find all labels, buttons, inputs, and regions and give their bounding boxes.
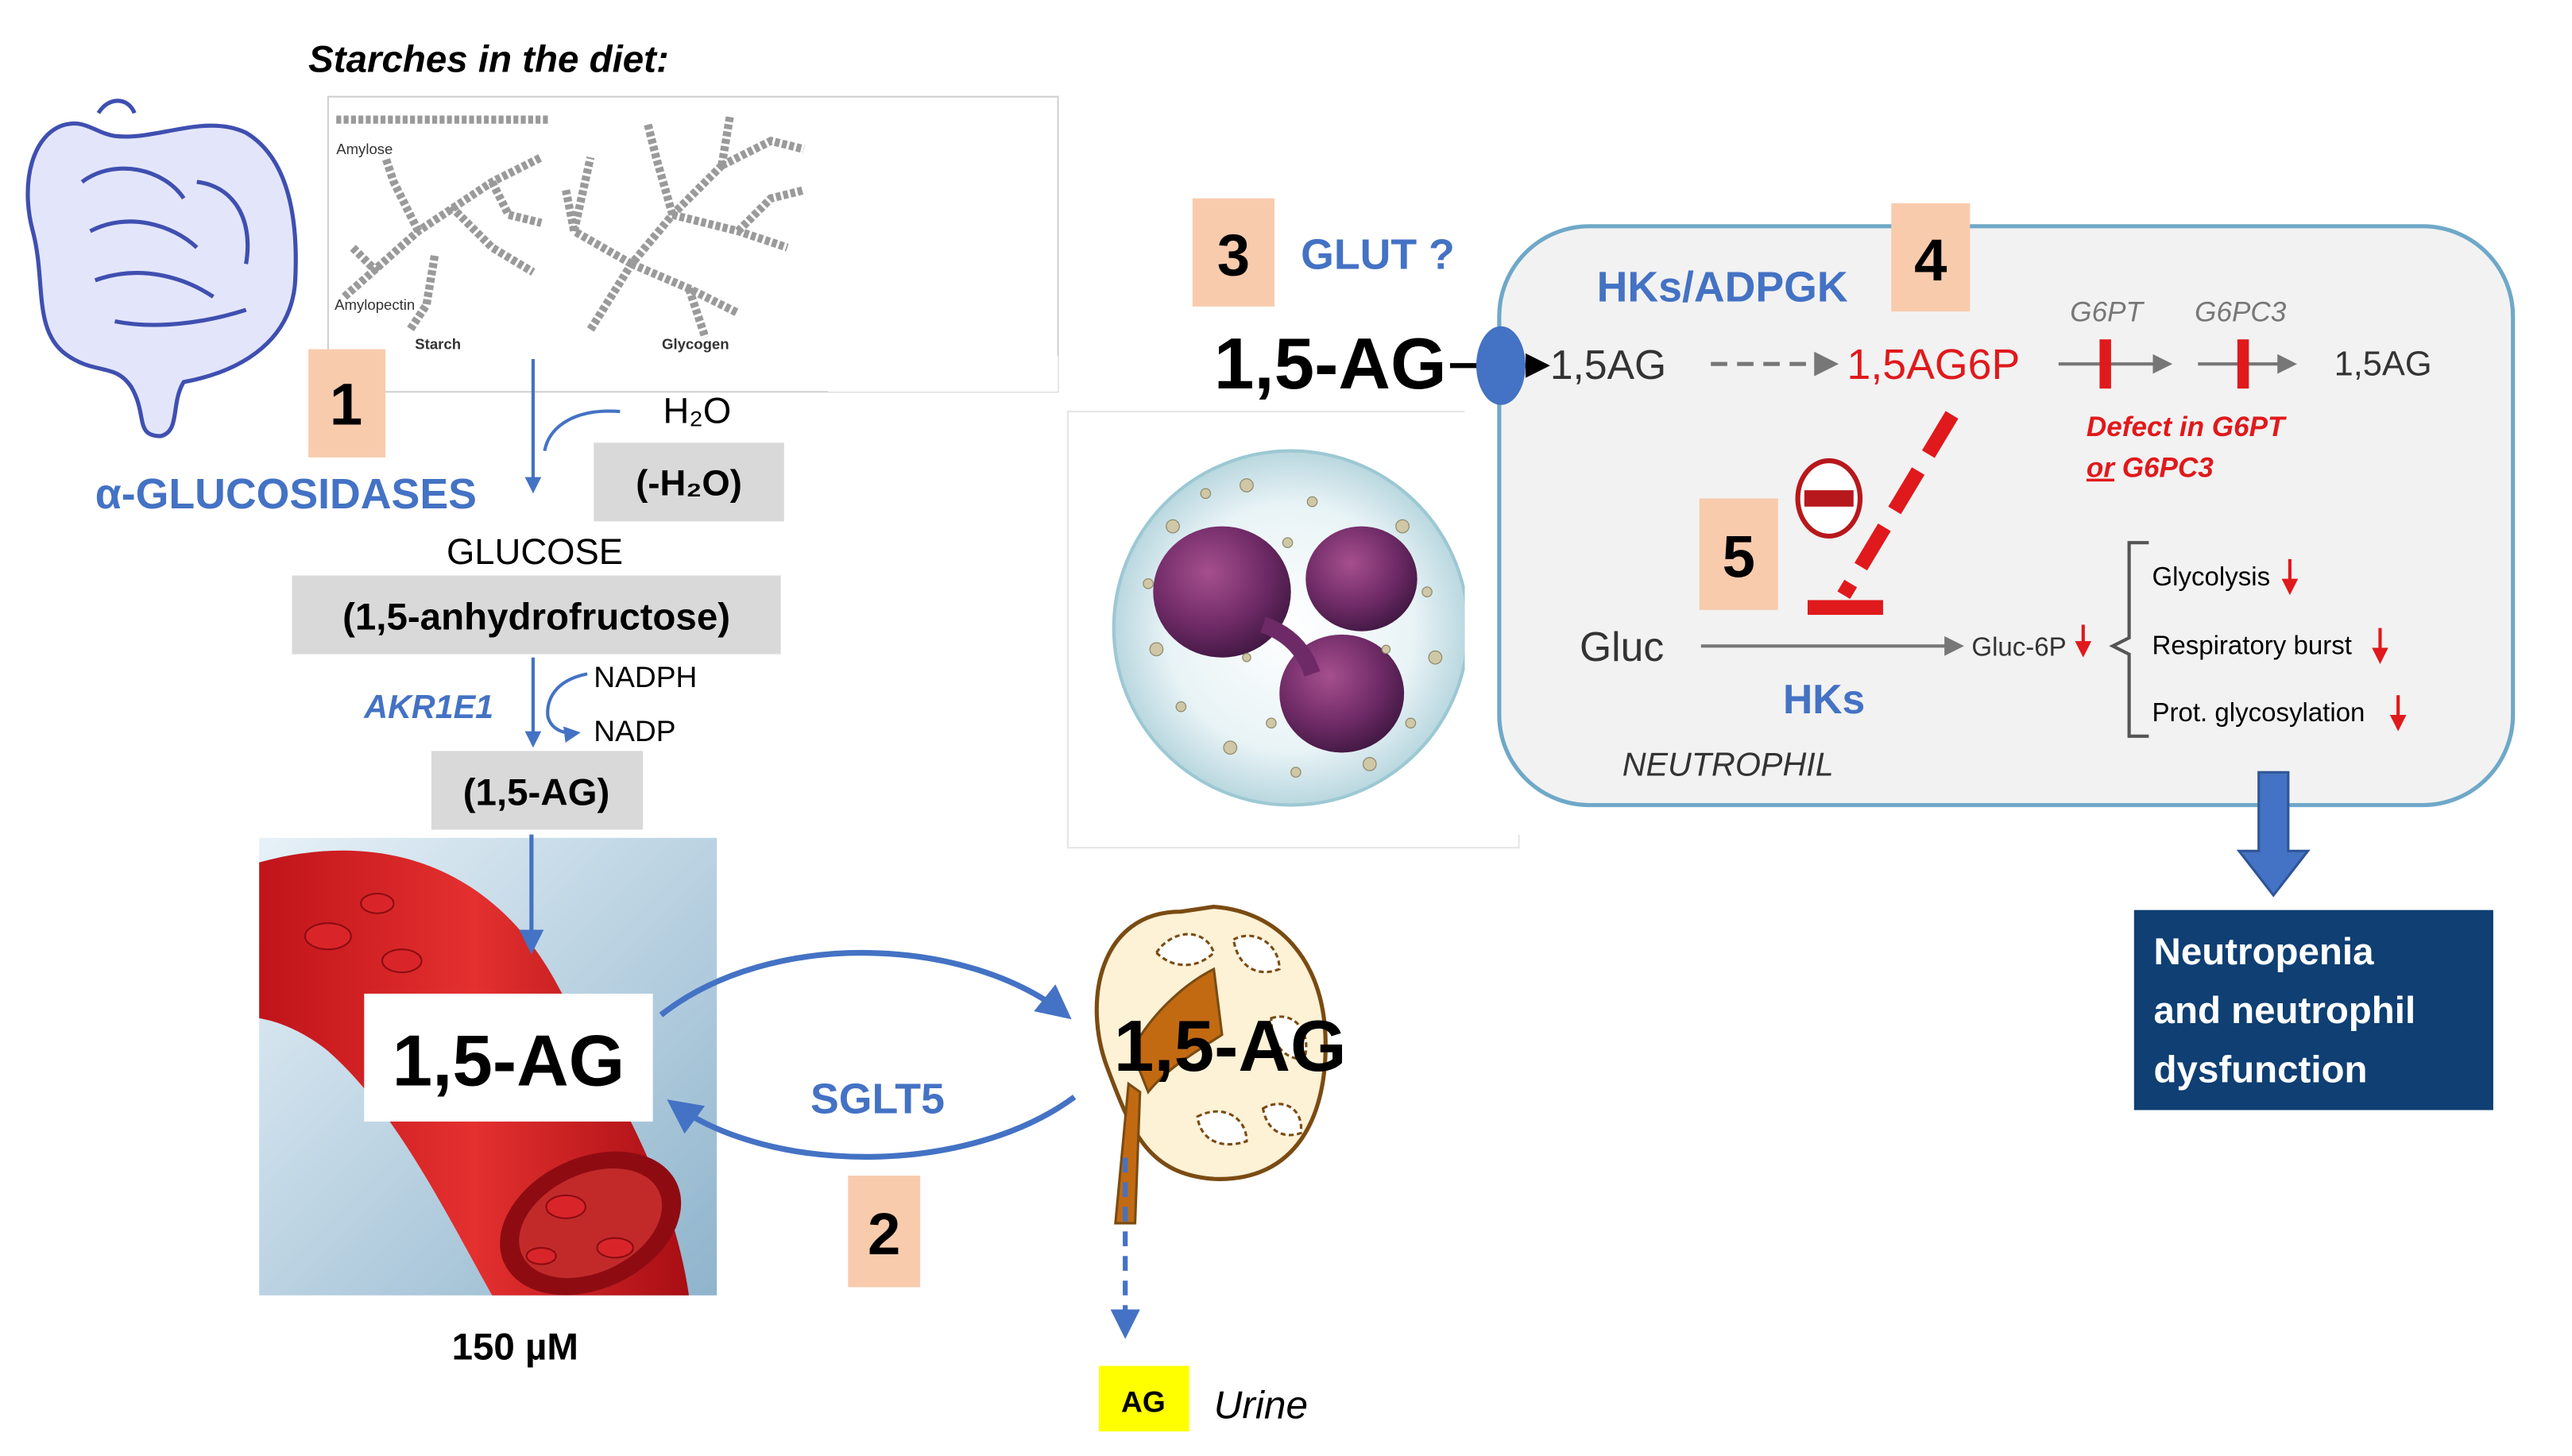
glucose-label: GLUCOSE <box>447 531 623 572</box>
defect-line-1: Defect in G6PT <box>2087 411 2287 442</box>
step-1-number: 1 <box>330 372 362 438</box>
nadp-label: NADP <box>594 714 675 747</box>
minus-icon <box>1795 458 1863 539</box>
outcome-line-3: dysfunction <box>2154 1049 2368 1091</box>
ag-out-label: 1,5AG <box>2334 346 2432 384</box>
ag-paren-label: (1,5-AG) <box>463 772 610 814</box>
starch-structures-image: Amylose Amylopectin Starch Glycogen <box>327 95 1059 393</box>
outcome-line-1: Neutropenia <box>2154 931 2375 973</box>
ag-in-label: 1,5AG <box>1550 342 1666 388</box>
g6pt-label: G6PT <box>2070 297 2145 328</box>
defect-g6pc3: G6PC3 <box>2114 453 2214 484</box>
glut-label: GLUT ? <box>1301 230 1455 278</box>
effect-glycolysis: Glycolysis <box>2152 562 2271 591</box>
amylopectin-branches <box>342 153 543 332</box>
gluc6p-label: Gluc-6P <box>1971 632 2066 662</box>
step-1-box <box>308 349 386 458</box>
ag-paren-box <box>431 751 644 830</box>
urine-label: Urine <box>1214 1384 1308 1427</box>
anhydrofructose-label: (1,5-anhydrofructose) <box>342 597 730 639</box>
g6pc3-label: G6PC3 <box>2195 297 2287 328</box>
nadph-label: NADPH <box>594 660 697 693</box>
intestine-icon <box>25 98 298 438</box>
step-5-box <box>1699 498 1778 610</box>
anhydrofructose-box <box>292 575 781 655</box>
water-input-curve <box>543 409 621 452</box>
amylopectin-label: Amylopectin <box>335 296 415 313</box>
neutrophil-label: NEUTROPHIL <box>1622 746 1834 782</box>
step-3-box <box>1192 198 1275 307</box>
step-3-number: 3 <box>1217 222 1250 288</box>
inhibition-line <box>1837 411 1959 600</box>
step-4-number: 4 <box>1914 227 1947 293</box>
blood-concentration: 150 µM <box>452 1326 578 1368</box>
outcome-arrow <box>2236 770 2311 898</box>
neutrophil-membrane <box>1497 224 2516 808</box>
akr1e1-label: AKR1E1 <box>363 689 493 725</box>
step-2-box <box>848 1176 921 1288</box>
amylose-label: Amylose <box>336 141 393 157</box>
reabsorption-arrow <box>667 1095 1077 1160</box>
starch-caption: Starch <box>415 336 461 353</box>
gluc-label: Gluc <box>1580 624 1664 670</box>
ag-urine-badge <box>1099 1365 1189 1432</box>
ag6p-label: 1,5AG6P <box>1847 341 2021 388</box>
ag-urine-badge-label: AG <box>1121 1385 1166 1418</box>
effect-prot-glycosylation: Prot. glycosylation <box>2152 697 2365 727</box>
neutrophil-ag-label: 1,5-AG <box>1214 324 1447 404</box>
blood-ag-label: 1,5-AG <box>393 1022 625 1102</box>
outcome-box <box>2133 910 2493 1110</box>
h2o-label: H₂O <box>663 391 732 431</box>
kidney-icon <box>1094 904 1328 1225</box>
blood-ag-box <box>364 993 653 1122</box>
kidney-ag-label: 1,5-AG <box>1114 1006 1347 1087</box>
g6pt-block <box>2099 339 2111 389</box>
filtration-arrow <box>659 949 1072 1020</box>
hks-adpgk-label: HKs/ADPGK <box>1597 264 1848 311</box>
glut-transporter <box>1476 326 1526 405</box>
step-5-number: 5 <box>1723 524 1755 590</box>
nadph-curve <box>546 672 588 743</box>
hks-label: HKs <box>1783 676 1865 722</box>
step-4-box <box>1891 203 1971 312</box>
defect-or: or <box>2087 453 2116 484</box>
minus-h2o-box <box>594 442 784 522</box>
effect-respiratory-burst: Respiratory burst <box>2152 631 2352 660</box>
glycogen-branches <box>562 115 805 339</box>
outcome-line-2: and neutrophil <box>2154 990 2416 1032</box>
defect-line-2: or G6PC3 <box>2087 453 2214 484</box>
glycogen-caption: Glycogen <box>662 336 729 353</box>
diet-title: Starches in the diet: <box>308 39 669 81</box>
neutrophil-cell-image <box>1066 411 1520 849</box>
step-2-number: 2 <box>868 1201 900 1267</box>
effects-bracket <box>2109 541 2149 738</box>
inhibition-bar <box>1807 600 1883 616</box>
sglt5-label: SGLT5 <box>810 1076 945 1123</box>
minus-h2o-label: (-H₂O) <box>636 462 742 503</box>
alpha-glucosidases-label: α-GLUCOSIDASES <box>95 470 477 518</box>
g6pc3-block <box>2237 339 2249 389</box>
